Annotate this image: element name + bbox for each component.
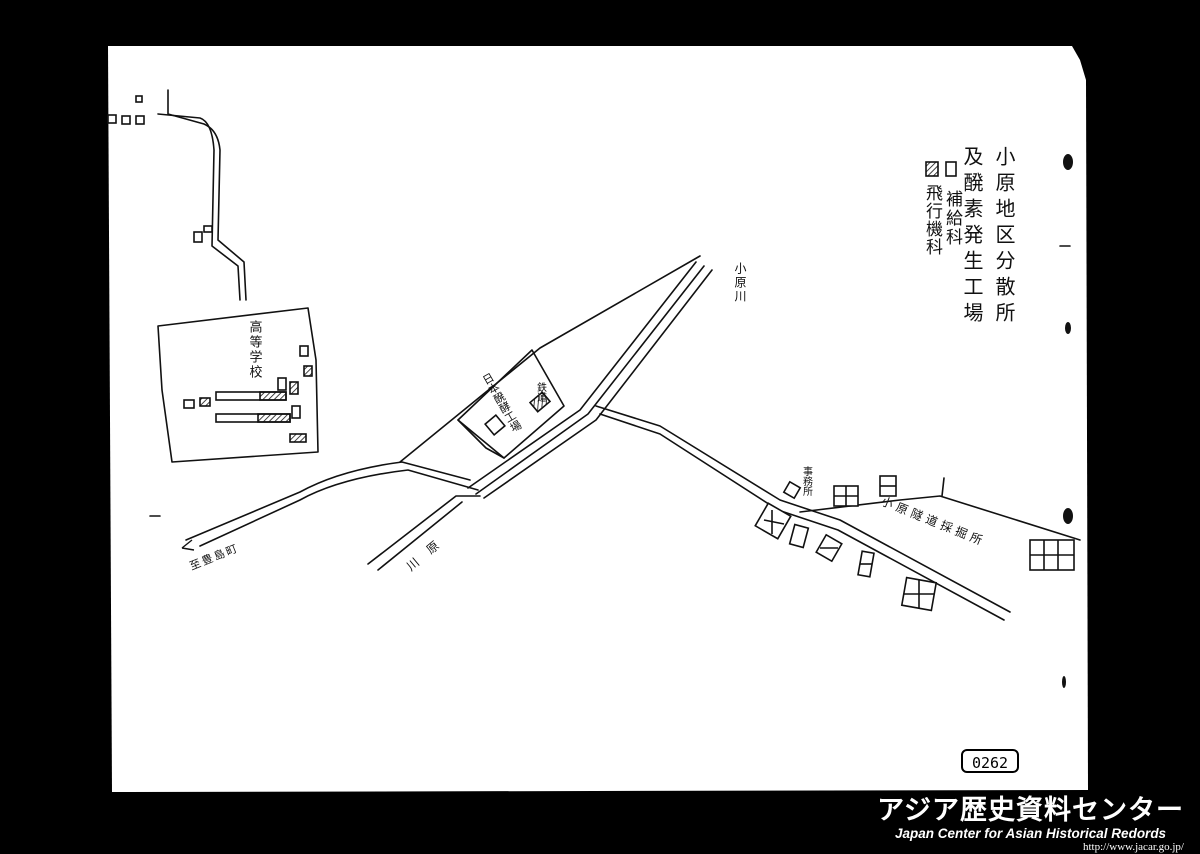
jacar-org-jp: アジア歴史資料センター <box>877 795 1184 826</box>
jacar-org-en: Japan Center for Asian Historical Redord… <box>895 826 1167 841</box>
school-buildings <box>107 95 313 443</box>
map-legend: 補給科 飛行機科 <box>922 161 963 256</box>
factory-block <box>457 349 565 459</box>
legend-label-aircraft: 飛行機科 <box>922 184 943 256</box>
arrow-left-icon <box>181 539 195 551</box>
paper-sheet <box>108 46 1088 792</box>
village-buildings <box>484 391 1075 612</box>
page-number-badge[interactable]: 0262 <box>961 749 1019 773</box>
legend-empty-box-icon <box>945 161 957 177</box>
legend-label-supply: 補給科 <box>942 190 963 247</box>
map-lines <box>149 89 1081 621</box>
label-school: 高等学校 <box>247 319 263 380</box>
label-river-upper: 小原川 <box>733 262 747 304</box>
school-compound <box>157 307 319 463</box>
label-factory-side: 鉄道 <box>535 381 547 402</box>
jacar-watermark: アジア歴史資料センター Japan Center for Asian Histo… <box>877 796 1184 854</box>
map-title-line1: 小原地区分散所 <box>992 146 1016 328</box>
legend-hatched-box-icon <box>925 161 939 177</box>
punch-marks <box>1062 154 1073 688</box>
label-office: 事務所 <box>801 465 813 497</box>
map-title-line2: 及醗素発生工場 <box>960 146 984 328</box>
